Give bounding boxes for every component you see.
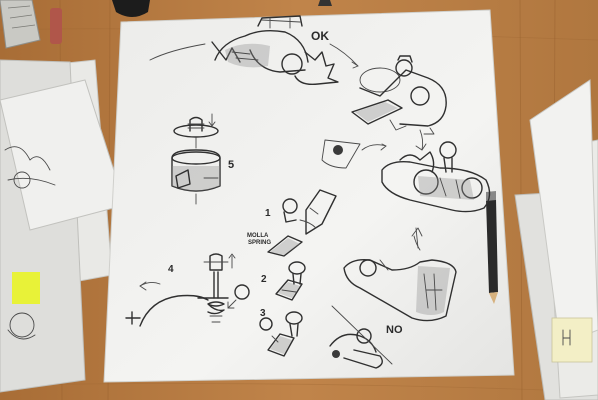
label-step-1: 1 [265,208,271,219]
sketch-part-5: 5 [171,113,234,205]
label-no: NO [386,324,403,336]
flow-arrows [413,129,427,251]
label-ok: OK [311,29,329,43]
sketch-ok-creature: OK [149,15,359,86]
label-step-3: 3 [260,308,266,319]
label-molla: MOLLA [247,233,269,239]
label-step-4: 4 [168,264,174,275]
highlighter-mark [12,272,40,304]
sketch-boot-creature [343,258,457,322]
sketch-step-3: 3 [259,308,303,357]
sketch-no: NO [329,305,403,369]
label-step-5: 5 [228,159,234,171]
sketch-step-4: 4 [125,253,250,327]
sketch-step-2: 2 [261,261,306,301]
ruler [0,0,41,49]
sketch-creature-cannon [351,55,447,135]
pen-cap [318,0,332,6]
drawing-paper [103,9,515,383]
left-paper-stack [0,59,126,393]
sketch-shoe-creature [321,139,491,249]
eraser [50,8,62,44]
right-paper-stack [514,79,598,400]
label-step-2: 2 [261,274,267,285]
sketch-step-1: 1 MOLLA SPRING [247,189,337,257]
label-spring: SPRING [248,240,271,246]
binder-clip [112,0,150,17]
